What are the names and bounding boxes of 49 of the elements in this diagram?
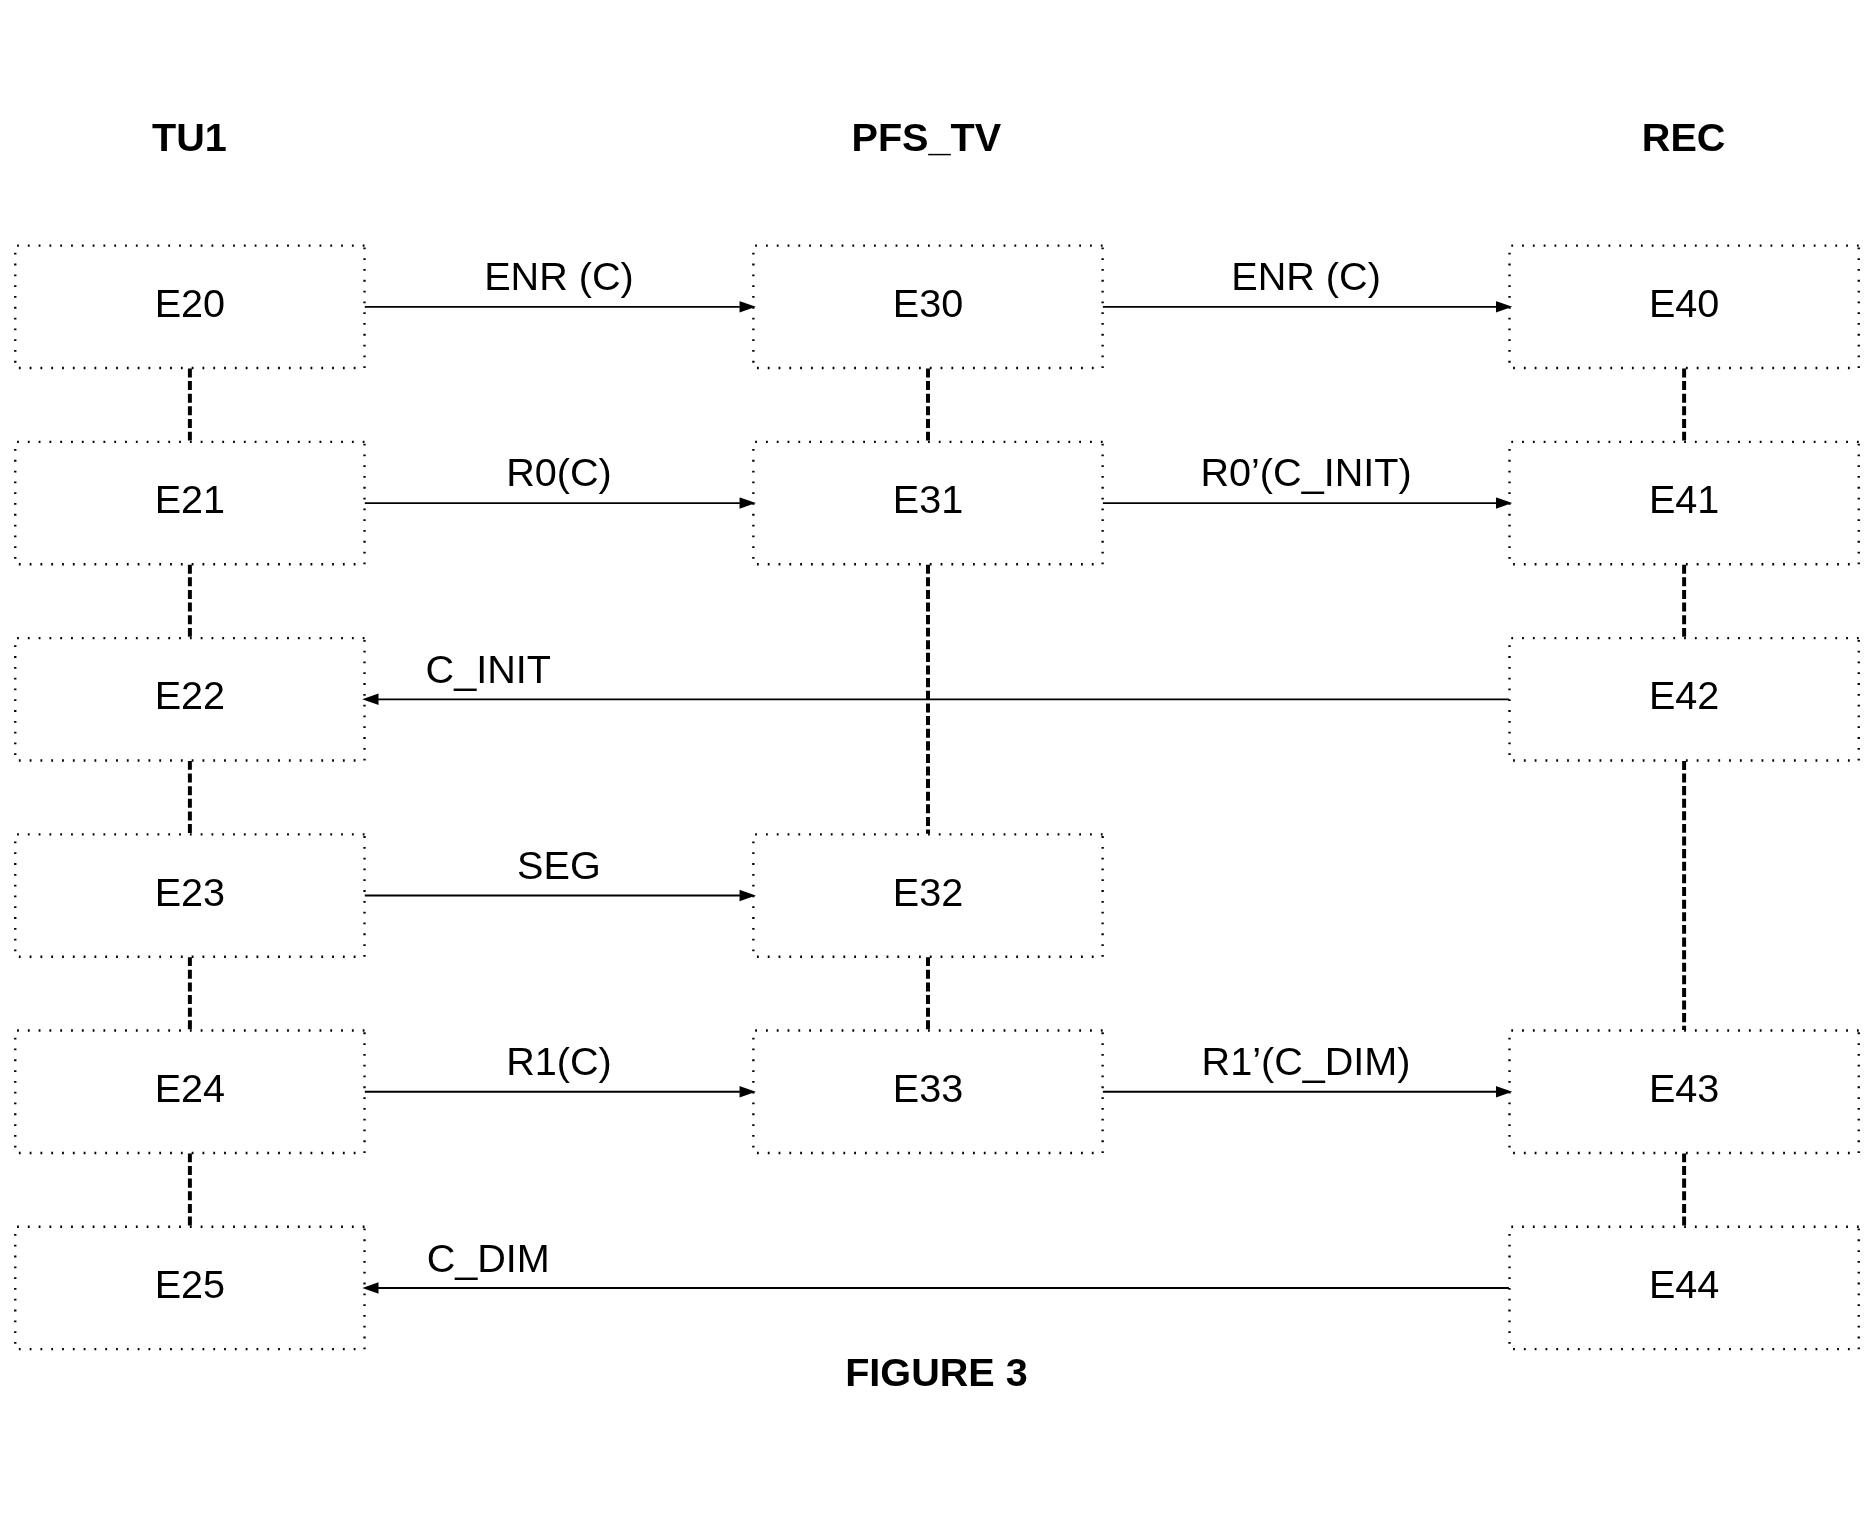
arrow	[1102, 300, 1513, 312]
node-box: E24	[14, 1028, 366, 1154]
node-box: E31	[752, 440, 1104, 565]
arrow	[362, 1281, 1510, 1294]
node-box: E32	[752, 832, 1104, 958]
edge-label: C_DIM	[426, 1235, 550, 1280]
connector	[926, 956, 930, 1030]
arrow	[363, 1085, 756, 1097]
connector	[1682, 760, 1687, 1030]
edge-label: R0(C)	[506, 449, 612, 494]
caption: FIGURE 3	[845, 1349, 1028, 1394]
node-box: E21	[14, 440, 366, 565]
node-box: E44	[1508, 1225, 1860, 1350]
arrow	[363, 496, 756, 509]
connector	[1682, 368, 1687, 441]
edge-label: R1’(C_DIM)	[1201, 1038, 1411, 1083]
connector	[1682, 564, 1687, 638]
connector	[187, 760, 192, 834]
node-box: E40	[1508, 243, 1860, 369]
node-box: E42	[1508, 636, 1860, 762]
node-box: E22	[14, 636, 366, 762]
connector	[926, 368, 930, 441]
node-box: E43	[1508, 1028, 1860, 1154]
node-box: E25	[14, 1225, 366, 1350]
edge-label: SEG	[517, 842, 601, 887]
node-box: E20	[14, 243, 366, 369]
label: REC	[1641, 114, 1726, 159]
connector	[187, 956, 192, 1030]
arrow	[362, 693, 1510, 705]
label: PFS_TV	[851, 114, 1002, 159]
connector	[926, 564, 930, 834]
connector	[187, 368, 192, 441]
node-box: E30	[752, 243, 1104, 369]
connector	[187, 1152, 192, 1226]
arrow	[363, 300, 756, 312]
edge-label: ENR (C)	[484, 253, 634, 298]
connector	[187, 564, 192, 638]
arrow	[1102, 1085, 1513, 1097]
edge-label: ENR (C)	[1231, 253, 1381, 298]
edge-label: C_INIT	[425, 646, 551, 691]
node-box: E41	[1508, 440, 1860, 565]
arrow	[1102, 496, 1513, 509]
edge-label: R0’(C_INIT)	[1200, 449, 1412, 494]
arrow	[363, 889, 756, 901]
connector	[1682, 1152, 1687, 1226]
node-box: E23	[14, 832, 366, 958]
label: TU1	[152, 114, 227, 159]
node-box: E33	[752, 1028, 1104, 1154]
edge-label: R1(C)	[506, 1038, 612, 1083]
